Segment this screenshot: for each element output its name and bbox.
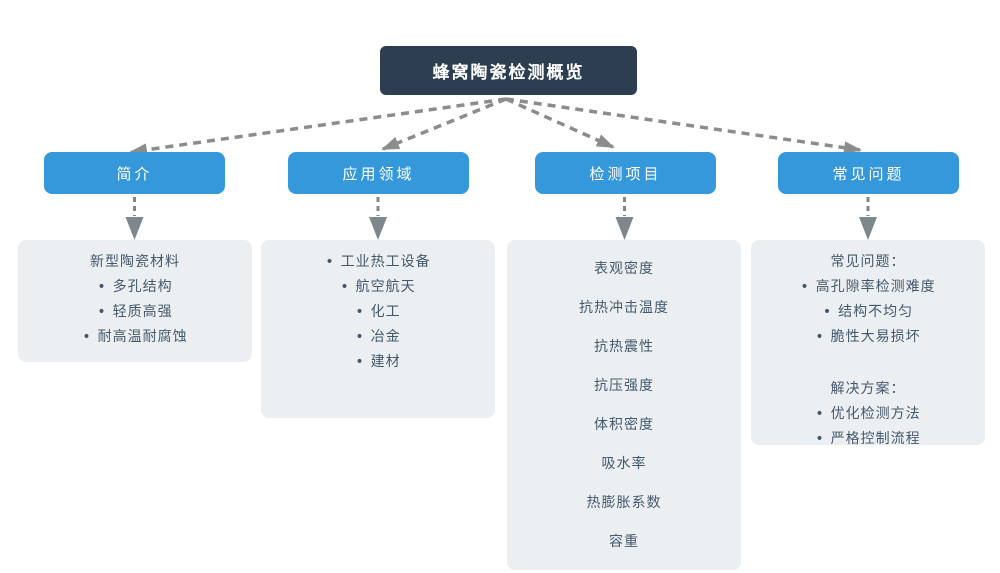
bullet-dot: •	[815, 406, 825, 422]
panel-item: • 航空航天	[261, 275, 495, 300]
arrowhead-applications	[369, 217, 387, 240]
arrowhead-test-items	[615, 217, 634, 240]
panel-item-label: 多孔结构	[112, 279, 173, 295]
panel-item-label: 工业热工设备	[340, 254, 431, 270]
panel-item-label: 抗热冲击温度	[579, 300, 669, 316]
panel-item-label: 体积密度	[594, 417, 654, 433]
panel-item-label: 脆性大易损坏	[830, 329, 921, 345]
branch-label: 应用领域	[342, 164, 415, 183]
title-node: 蜂窝陶瓷检测概览	[380, 46, 637, 95]
branch-label: 常见问题	[832, 164, 905, 183]
bullet-dot: •	[815, 431, 825, 447]
panel-item: • 严格控制流程	[751, 427, 985, 452]
branch-button-faq: 常见问题	[778, 152, 959, 194]
arrow-title-to-test-items	[505, 97, 615, 149]
bullet-dot: •	[340, 279, 350, 295]
bullet-dot: •	[325, 254, 335, 270]
panel-item-label: 严格控制流程	[830, 431, 921, 447]
arrowhead-intro	[125, 217, 144, 240]
panel-item: 抗热冲击温度	[507, 289, 741, 328]
panel-item-label: 热膨胀系数	[586, 495, 662, 511]
panel-item: 容重	[507, 523, 741, 562]
bullet-dot: •	[355, 354, 365, 370]
bullet-dot: •	[82, 329, 92, 345]
panel-item-label: 耐高温耐腐蚀	[97, 329, 188, 345]
page-title: 蜂窝陶瓷检测概览	[432, 63, 585, 83]
panel-item: • 多孔结构	[18, 275, 252, 300]
panel-item: 常见问题：	[751, 250, 985, 275]
panel-item-label: 解决方案：	[830, 381, 906, 397]
panel-item: 解决方案：	[751, 377, 985, 402]
panel-item: 表观密度	[507, 250, 741, 289]
bullet-dot: •	[815, 329, 825, 345]
panel-item: • 工业热工设备	[261, 250, 495, 275]
panel-item-label: 建材	[370, 354, 401, 370]
panel-item-label: 常见问题：	[830, 254, 906, 270]
panel-item: • 冶金	[261, 325, 495, 350]
branch-button-intro: 简介	[44, 152, 225, 194]
panel-item: • 优化检测方法	[751, 402, 985, 427]
panel-item-label: 航空航天	[355, 279, 416, 295]
panel-spacer	[751, 350, 985, 377]
panel-item: • 轻质高强	[18, 300, 252, 325]
branch-button-test-items: 检测项目	[535, 152, 716, 194]
panel-item: • 建材	[261, 350, 495, 375]
panel-item: • 高孔隙率检测难度	[751, 275, 985, 300]
bullet-dot: •	[800, 279, 810, 295]
panel-item-label: 化工	[370, 304, 401, 320]
panel-item-label: 新型陶瓷材料	[90, 254, 180, 270]
panel-item-label: 结构不均匀	[838, 304, 914, 320]
bullet-dot: •	[355, 329, 365, 345]
arrow-title-to-faq	[505, 97, 862, 155]
panel-item: 体积密度	[507, 406, 741, 445]
panel-item-label: 吸水率	[601, 456, 647, 472]
panel-item: 吸水率	[507, 445, 741, 484]
panel-item: 新型陶瓷材料	[18, 250, 252, 275]
panel-item: 抗压强度	[507, 367, 741, 406]
panel-intro: 新型陶瓷材料 • 多孔结构 • 轻质高强 • 耐高温耐腐蚀	[18, 240, 252, 362]
panel-item-label: 优化检测方法	[830, 406, 921, 422]
panel-applications: • 工业热工设备 • 航空航天 • 化工 • 冶金 • 建材	[261, 240, 495, 418]
panel-item-label: 表观密度	[594, 261, 654, 277]
panel-item: • 结构不均匀	[751, 300, 985, 325]
panel-item-label: 高孔隙率检测难度	[815, 279, 936, 295]
panel-item: • 耐高温耐腐蚀	[18, 325, 252, 350]
panel-item: • 脆性大易损坏	[751, 325, 985, 350]
bullet-dot: •	[97, 279, 107, 295]
panel-item-label: 冶金	[370, 329, 401, 345]
bullet-dot: •	[355, 304, 365, 320]
panel-item: 热膨胀系数	[507, 484, 741, 523]
panel-item-label: 轻质高强	[112, 304, 173, 320]
panel-item: • 化工	[261, 300, 495, 325]
panel-test-items: 表观密度抗热冲击温度抗热震性抗压强度体积密度吸水率热膨胀系数容重	[507, 240, 741, 570]
bullet-dot: •	[822, 304, 833, 320]
bullet-dot: •	[97, 304, 107, 320]
branch-button-applications: 应用领域	[288, 152, 469, 194]
arrowhead-faq	[859, 217, 877, 240]
arrow-title-to-intro	[129, 97, 507, 157]
branch-label: 简介	[116, 164, 153, 183]
panel-item-label: 抗热震性	[594, 339, 654, 355]
panel-faq: 常见问题：•高孔隙率检测难度•结构不均匀•脆性大易损坏解决方案：•优化检测方法•…	[751, 240, 985, 447]
branch-label: 检测项目	[589, 164, 662, 183]
panel-item-label: 容重	[609, 534, 639, 550]
panel-item: 抗热震性	[507, 328, 741, 367]
panel-item-label: 抗压强度	[594, 378, 654, 394]
